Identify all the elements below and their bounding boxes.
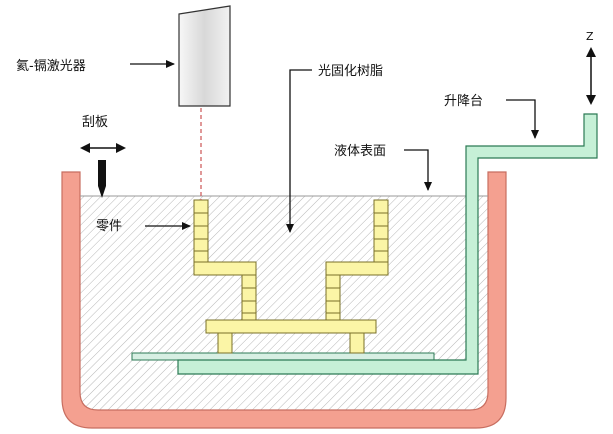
resin-tank (61, 171, 507, 429)
platform-label: 升降台 (444, 94, 483, 109)
printed-part (193, 199, 389, 354)
laser-label: 氦-镉激光器 (16, 58, 86, 74)
elevator-platform (177, 113, 598, 375)
liquid-resin (80, 196, 488, 410)
scraper-blade (98, 160, 106, 198)
leader-lines (130, 60, 539, 233)
part-label: 零件 (96, 219, 122, 234)
scraper-label: 刮板 (82, 115, 108, 130)
scraper-arrow (80, 143, 126, 153)
z-axis-label: Z (586, 30, 594, 43)
z-axis-arrow (586, 47, 596, 105)
resin-leader-arrow (286, 69, 312, 233)
platform-leader-arrow (506, 99, 539, 139)
base-plate (131, 352, 435, 361)
surface-label: 液体表面 (334, 144, 386, 159)
resin-label: 光固化树脂 (318, 64, 383, 79)
surface-leader-arrow (404, 149, 432, 191)
laser-device (178, 5, 231, 107)
